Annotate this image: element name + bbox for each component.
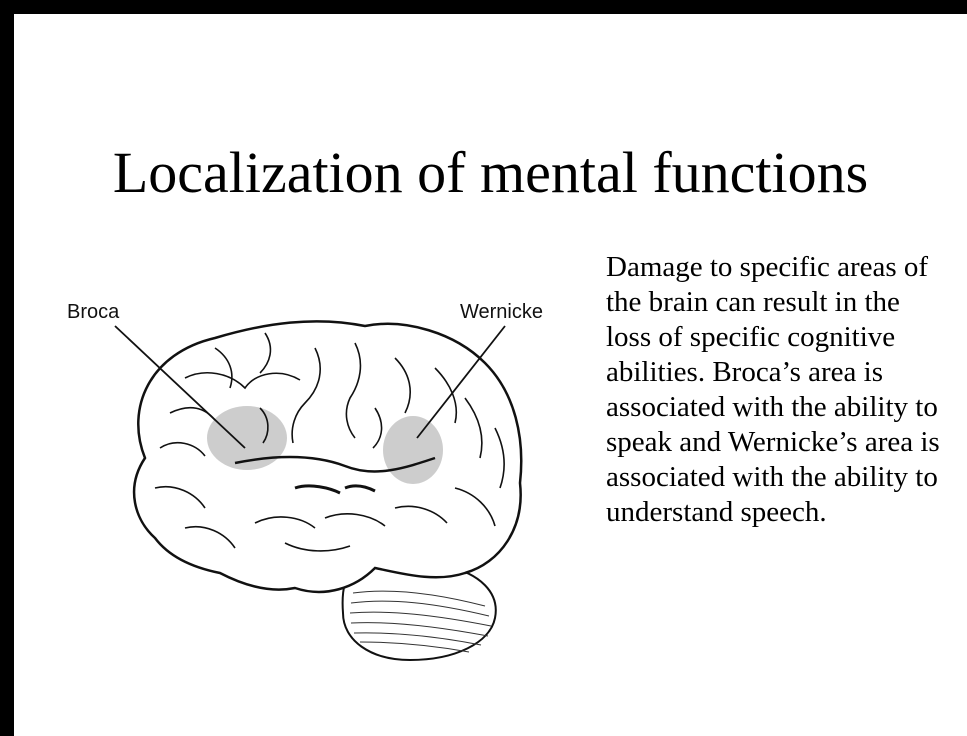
brain-diagram: Broca Wernicke [55,288,575,688]
broca-label: Broca [67,301,120,323]
wernicke-area [383,416,443,484]
slide-title: Localization of mental functions [14,138,967,208]
brain-icon: Broca Wernicke [55,288,575,688]
description-text: Damage to specific areas of the brain ca… [606,250,946,530]
wernicke-label: Wernicke [460,301,543,323]
